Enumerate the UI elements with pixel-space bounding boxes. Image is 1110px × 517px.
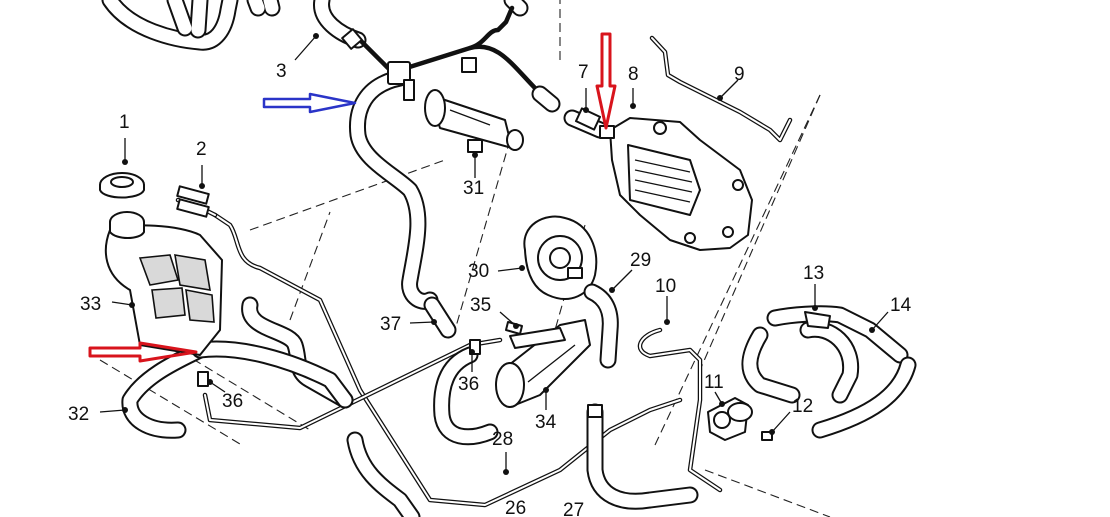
label-35: 35 xyxy=(470,295,491,316)
label-29: 29 xyxy=(630,250,651,271)
water-pump-part-30 xyxy=(523,215,598,300)
label-26: 26 xyxy=(505,498,526,517)
label-2: 2 xyxy=(196,139,207,160)
dashed-guide-lines xyxy=(99,0,831,517)
heater-unit-part-34 xyxy=(495,319,591,408)
blue-arrow xyxy=(262,92,357,114)
label-1: 1 xyxy=(119,112,130,133)
label-37: 37 xyxy=(380,314,401,335)
expansion-tank-part-33 xyxy=(104,211,223,356)
label-36-center: 36 xyxy=(458,374,479,395)
label-11: 11 xyxy=(704,372,724,393)
label-31: 31 xyxy=(463,178,484,199)
label-27: 27 xyxy=(563,500,584,517)
label-3: 3 xyxy=(276,61,287,82)
label-33: 33 xyxy=(80,294,101,315)
pipe-part-9 xyxy=(649,35,793,143)
red-arrow-right xyxy=(88,341,198,363)
upper-heater-hose xyxy=(349,69,457,339)
hose-stubs xyxy=(197,28,603,418)
tube-part-10 xyxy=(637,327,723,493)
leader-lines xyxy=(99,33,889,475)
hose-part-29 xyxy=(583,283,619,369)
valve-part-31 xyxy=(424,89,524,153)
label-28: 28 xyxy=(492,429,513,450)
lower-hoses xyxy=(121,296,917,517)
label-7: 7 xyxy=(578,62,589,83)
egr-cooler-part-8 xyxy=(599,117,753,251)
label-34: 34 xyxy=(535,412,557,433)
red-arrow-down xyxy=(595,32,617,130)
label-9: 9 xyxy=(734,64,745,85)
label-14: 14 xyxy=(890,295,912,316)
reservoir-cap-part-1 xyxy=(99,172,145,199)
label-8: 8 xyxy=(628,64,639,85)
fittings-part-2 xyxy=(176,185,210,218)
label-10: 10 xyxy=(655,276,676,297)
label-12: 12 xyxy=(792,396,813,417)
label-13: 13 xyxy=(803,263,824,284)
label-32: 32 xyxy=(68,404,89,425)
thermostat-housing-part-11 xyxy=(707,311,831,441)
metal-pipe-assembly xyxy=(357,5,561,113)
part-number-labels: 1 2 3 7 8 9 31 30 29 10 13 14 11 12 33 3… xyxy=(68,61,912,517)
label-36-left: 36 xyxy=(222,391,243,412)
label-30: 30 xyxy=(468,261,489,282)
